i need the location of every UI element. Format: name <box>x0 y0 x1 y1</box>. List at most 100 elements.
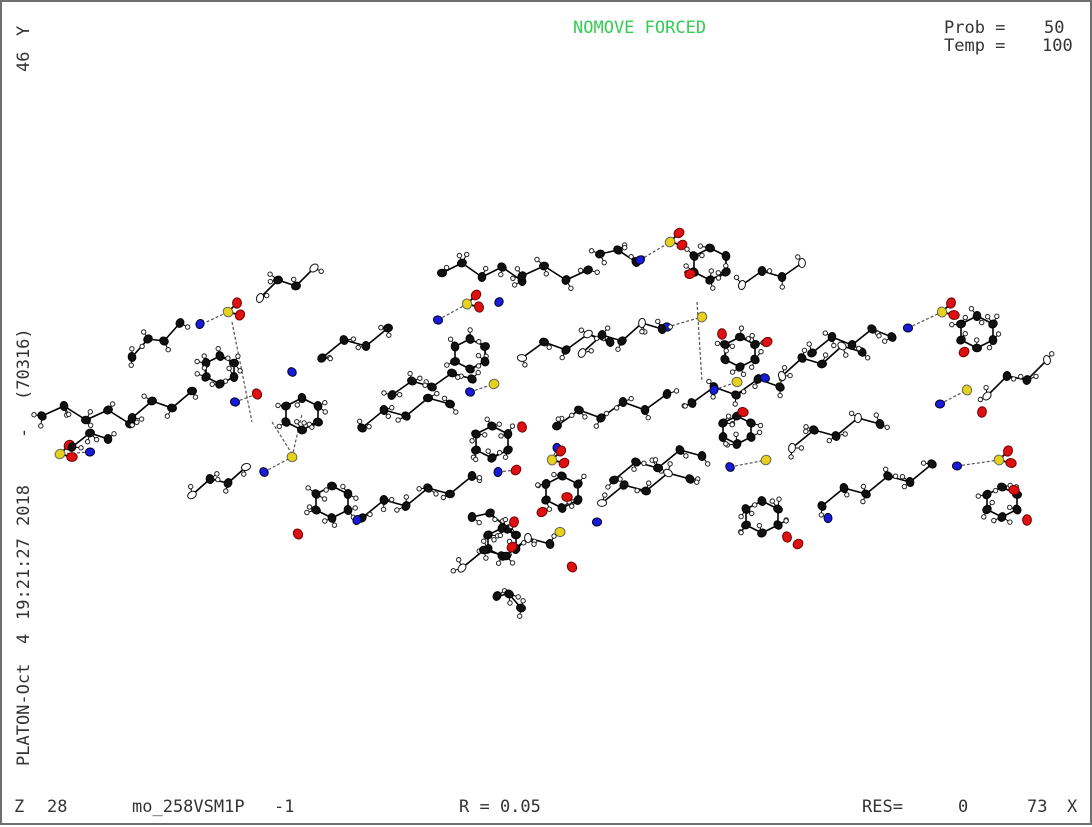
hydrogen-atom <box>194 358 200 364</box>
oxygen-atom <box>760 335 774 348</box>
hydrogen-atom <box>386 414 391 419</box>
carbon-atom <box>886 331 897 343</box>
carbon-atom <box>362 341 370 350</box>
hydrogen-atom <box>88 409 93 414</box>
hydrogen-atom <box>569 413 574 418</box>
hydrogen-atom <box>194 371 200 377</box>
hydrogen-atom <box>741 372 746 377</box>
carbon-atom <box>200 371 212 383</box>
hydrogen-atom <box>515 594 521 600</box>
carbon-atom <box>594 249 605 259</box>
hydrogen-atom <box>646 480 652 486</box>
hydrogen-atom <box>741 389 747 395</box>
hydrogen-atom <box>579 328 584 333</box>
hydrogen-atom <box>350 336 356 342</box>
hydrogen-atom <box>503 454 509 460</box>
carbon-atom <box>854 413 862 423</box>
nitrogen-atom <box>935 400 945 409</box>
carbon-atom <box>981 489 993 501</box>
hydrogen-atom <box>31 412 36 417</box>
oxygen-atom <box>291 527 304 541</box>
hydrogen-atom <box>983 385 989 391</box>
hydrogen-atom <box>1007 504 1013 510</box>
hydrogen-atom <box>496 561 501 566</box>
carbon-atom <box>799 258 806 267</box>
hydrogen-atom <box>1034 374 1039 379</box>
oxygen-atom <box>791 537 805 551</box>
hydrogen-atom <box>831 342 837 348</box>
carbon-atom <box>981 504 993 516</box>
hydrogen-atom <box>893 474 898 479</box>
carbon-atom <box>745 431 756 443</box>
carbon-atom <box>451 341 460 351</box>
hydrogen-atom <box>738 514 744 520</box>
hydrogen-atom <box>950 322 954 326</box>
hydrogen-atom <box>601 260 607 266</box>
hydrogen-atom <box>291 277 296 282</box>
hydrogen-atom <box>476 363 481 368</box>
hydrogen-atom <box>987 345 993 351</box>
hydrogen-atom <box>322 496 328 502</box>
sulfur-atom <box>487 378 500 391</box>
hydrogen-atom <box>757 422 763 428</box>
carbon-atom <box>638 318 646 328</box>
hydrogen-atom <box>129 346 134 351</box>
oxygen-atom <box>1023 515 1032 526</box>
hydrogen-atom <box>991 518 996 523</box>
hydrogen-atom <box>483 266 488 271</box>
hydrogen-atom <box>556 417 561 422</box>
hydrogen-atom <box>981 514 987 520</box>
hydrogen-atom <box>389 405 395 411</box>
carbon-atom <box>654 464 663 472</box>
carbon-atom <box>875 419 885 430</box>
hydrogen-atom <box>408 371 413 376</box>
oxygen-atom <box>509 463 523 477</box>
hydrogen-atom <box>963 315 968 320</box>
hydrogen-atom <box>331 522 337 528</box>
hydrogen-atom <box>304 509 310 515</box>
carbon-atom <box>757 495 767 506</box>
hydrogen-atom <box>826 438 832 444</box>
hydrogen-atom <box>781 365 787 371</box>
carbon-atom <box>540 494 552 505</box>
hydrogen-atom <box>615 346 621 352</box>
carbon-atom <box>423 394 432 402</box>
hydrogen-atom <box>497 422 502 427</box>
hydrogen-atom <box>700 253 704 257</box>
oxygen-atom <box>232 297 242 308</box>
hydrogen-atom <box>268 279 273 284</box>
hydrogen-atom <box>485 448 491 454</box>
hydrogen-atom <box>560 355 565 360</box>
hydrogen-atom <box>397 392 403 398</box>
hydrogen-atom <box>749 365 754 370</box>
carbon-atom <box>987 318 999 329</box>
hydrogen-atom <box>578 268 583 273</box>
carbon-atom <box>1003 371 1011 380</box>
hydrogen-atom <box>355 344 361 350</box>
bond-layer <box>34 233 1052 616</box>
hydrogen-atom <box>38 423 43 428</box>
carbon-atom <box>705 243 716 253</box>
hydrogen-atom <box>860 483 866 489</box>
hydrogen-atom <box>994 313 1000 319</box>
hydrogen-atom <box>517 614 522 619</box>
hydrogen-atom <box>498 271 504 277</box>
hydrogen-atom <box>295 419 299 423</box>
carbon-atom <box>471 445 482 455</box>
hydrogen-atom <box>215 346 221 352</box>
oxygen-atom <box>562 492 573 501</box>
hydrogen-atom <box>209 381 215 387</box>
nitrogen-atom <box>464 386 476 398</box>
hydrogen-atom <box>457 253 462 258</box>
hydrogen-atom <box>444 362 450 368</box>
hydrogen-atom <box>352 505 358 511</box>
carbon-atom <box>556 470 568 481</box>
nitrogen-atom <box>195 318 206 330</box>
hydrogen-atom <box>823 352 828 357</box>
hydrogen-atom <box>698 244 702 248</box>
oxygen-atom <box>234 308 247 321</box>
hydrogen-atom <box>900 474 905 479</box>
hydrogen-atom <box>481 539 486 544</box>
hydrogen-atom <box>477 520 482 525</box>
